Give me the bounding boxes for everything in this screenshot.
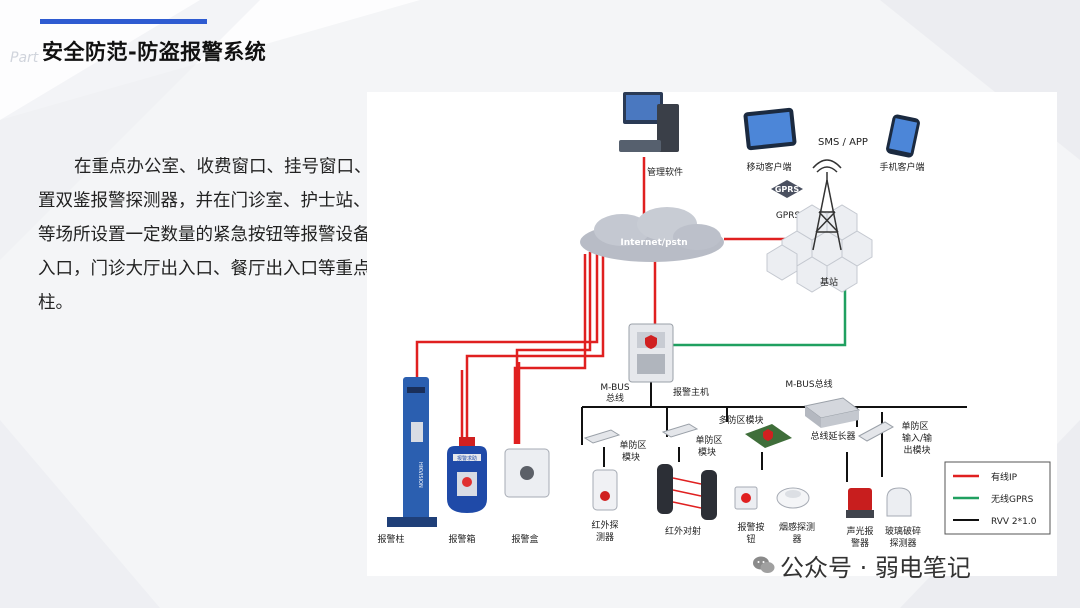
single-zone-io-label-a: 单防区 — [901, 420, 928, 432]
alarm-post-brand: HIKVISION — [417, 462, 423, 488]
base-station-label: 基站 — [820, 276, 838, 288]
wechat-icon — [753, 556, 775, 573]
single-zone-io-module-icon — [858, 421, 894, 442]
alarm-post-icon: HIKVISION — [387, 377, 437, 527]
alarm-button-box-label: 报警盒 — [511, 533, 538, 545]
alarm-button-box-icon — [504, 448, 550, 498]
siren-icon — [846, 488, 874, 518]
wireless-gprs-line — [667, 282, 847, 347]
computer-icon — [619, 92, 679, 152]
smoke-detector-label-a: 烟感探测 — [779, 521, 815, 533]
watermark: 公众号 · 弱电笔记 — [780, 554, 971, 582]
siren-label-a: 声光报 — [846, 525, 873, 537]
single-zone-2-label-a: 单防区 — [695, 434, 722, 446]
panic-button-label-a: 报警按 — [737, 521, 764, 533]
single-zone-module-icon-2 — [661, 423, 699, 438]
glass-break-label-a: 玻璃破碎 — [885, 525, 921, 537]
legend-label-rvv: RVV 2*1.0 — [991, 517, 1037, 527]
ir-beam-icon — [657, 464, 717, 520]
glass-break-label-b: 探测器 — [889, 537, 916, 549]
alarm-box-text: 报警求助 — [457, 455, 477, 462]
multi-zone-module-icon — [745, 424, 792, 448]
wired-ip-lines — [415, 157, 787, 444]
gprs-badge-icon: GPRS — [771, 180, 803, 198]
mbus-left-label-2: 总线 — [606, 392, 624, 404]
glass-break-detector-icon — [886, 487, 912, 517]
tablet-icon — [743, 107, 797, 151]
single-zone-io-label-b: 输入/输 — [902, 432, 932, 444]
sms-app-label: SMS / APP — [818, 137, 868, 148]
gprs-label: GPRS — [776, 211, 801, 221]
single-zone-1-label-a: 单防区 — [619, 439, 646, 451]
panic-button-icon — [734, 486, 758, 510]
ir-beam-label: 红外对射 — [665, 525, 701, 537]
phone-client-label: 手机客户端 — [879, 161, 924, 173]
gprs-badge-text: GPRS — [775, 185, 800, 194]
single-zone-1-label-b: 模块 — [622, 451, 640, 463]
single-zone-module-icon-1 — [583, 429, 621, 444]
alarm-host-label: 报警主机 — [673, 386, 709, 398]
legend-label-wired-ip: 有线IP — [991, 471, 1018, 483]
mbus-bus-label: M-BUS总线 — [785, 378, 832, 390]
bus-extender-icon — [803, 397, 861, 428]
alarm-box-label: 报警箱 — [448, 533, 475, 545]
management-software-label: 管理软件 — [647, 166, 683, 178]
ir-detector-label-a: 红外探 — [591, 519, 618, 531]
smoke-detector-icon — [776, 487, 810, 509]
bus-extender-label: 总线延长器 — [810, 430, 855, 442]
single-zone-2-label-b: 模块 — [698, 446, 716, 458]
internet-cloud-icon — [580, 207, 724, 262]
ir-detector-label-b: 测器 — [596, 532, 614, 543]
cell-tower-icon — [766, 159, 873, 293]
alarm-box-icon: 报警求助 — [447, 437, 487, 513]
mbus-lines — [581, 382, 967, 482]
alarm-post-label: 报警柱 — [377, 533, 404, 545]
legend-label-gprs: 无线GPRS — [991, 493, 1034, 505]
part-label: Part — [10, 50, 39, 66]
ir-detector-icon — [592, 469, 618, 511]
legend: 有线IP 无线GPRS RVV 2*1.0 — [944, 461, 1051, 535]
siren-label-b: 警器 — [851, 537, 869, 549]
title-accent-bar — [40, 19, 207, 24]
panic-button-label-b: 钮 — [746, 533, 755, 545]
phone-icon — [886, 114, 920, 158]
alarm-host-icon — [628, 323, 674, 383]
multi-zone-label: 多防区模块 — [718, 414, 763, 426]
single-zone-io-label-c: 出模块 — [903, 444, 930, 456]
slide-title: 安全防范-防盗报警系统 — [42, 40, 267, 64]
mbus-left-label: M-BUS — [600, 383, 629, 393]
mobile-client-label: 移动客户端 — [746, 161, 791, 173]
smoke-detector-label-b: 器 — [792, 534, 801, 545]
alarm-system-diagram: 管理软件 移动客户端 SMS / APP 手机客户端 GPRS GPRS — [367, 92, 1057, 576]
internet-label: Internet/pstn — [620, 238, 687, 248]
